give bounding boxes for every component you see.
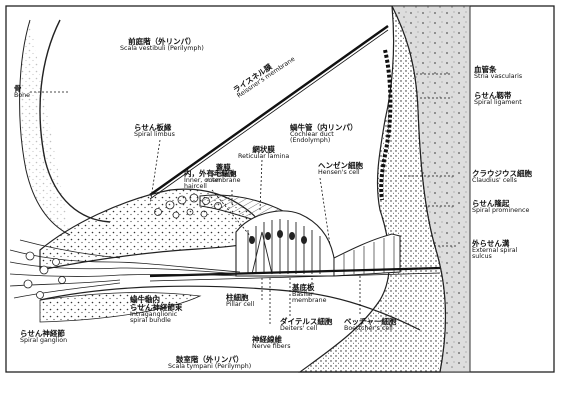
label-hair-cells-en2: haircell [184,184,237,191]
label-spiral-prominence-en: Spiral prominence [472,208,529,215]
label-spiral-ligament-en: Spiral ligament [474,100,522,107]
label-cochlear-duct: 蝸牛管（内リンパ） Cochlear duct (Endolymph) [290,124,358,145]
label-external-spiral-sulcus-en2: sulcus [472,254,517,261]
label-spiral-ganglion-en: Spiral ganglion [20,338,67,345]
label-bone-en: Bone [14,93,30,100]
label-boettchers-cell-en: Boettcher's cell [344,326,396,333]
label-scala-vestibuli-en: Scala vestibuli (Perilymph) [120,46,204,53]
label-external-spiral-sulcus: 外らせん溝 External spiral sulcus [472,240,517,261]
label-spiral-ganglion: らせん神経節 Spiral ganglion [20,330,67,344]
label-boettchers-cell: ベッチャー細胞 Boettcher's cell [344,318,396,332]
label-hensens-cell: ヘンゼン細胞 Hensen's cell [318,162,363,176]
label-cochlear-duct-en2: (Endolymph) [290,138,358,145]
label-deiters-cell: ダイテルス細胞 Deiters' cell [280,318,332,332]
label-spiral-limbus: らせん板縁 Spiral limbus [134,124,175,138]
label-nerve-fibers-en: Nerve fibers [252,344,290,351]
label-scala-tympani: 鼓室階（外リンパ） Scala tympani (Perilymph) [168,356,251,370]
label-basilar-membrane-en2: membrane [292,298,326,305]
label-pillar-cell: 柱細胞 Pillar cell [226,294,254,308]
label-hensens-cell-en: Hensen's cell [318,170,363,177]
label-spiral-limbus-en: Spiral limbus [134,132,175,139]
label-claudius-cells-en: Claudius' cells [472,178,532,185]
label-scala-vestibuli: 前庭階（外リンパ） Scala vestibuli (Perilymph) [120,38,204,52]
label-basilar-membrane: 基底板 Basilar membrane [292,284,326,305]
label-pillar-cell-en: Pillar cell [226,302,254,309]
label-claudius-cells: クラウジウス細胞 Claudius' cells [472,170,532,184]
label-bone: 骨 Bone [14,85,30,99]
label-scala-tympani-en: Scala tympani (Perilymph) [168,364,251,371]
label-nerve-fibers: 神経線維 Nerve fibers [252,336,290,350]
label-spiral-ligament: らせん靱帯 Spiral ligament [474,92,522,106]
label-intraganglionic-bundle: 蝸牛軸内 らせん神経節束 Intraganglionic spiral bund… [130,296,182,325]
label-deiters-cell-en: Deiters' cell [280,326,332,333]
label-intraganglionic-en2: spiral bundle [130,318,182,325]
label-reticular-lamina: 網状膜 Reticular lamina [238,146,289,160]
label-stria-vascularis: 血管条 Stria vascularis [474,66,522,80]
label-stria-vascularis-en: Stria vascularis [474,74,522,81]
label-reticular-lamina-en: Reticular lamina [238,154,289,161]
label-hair-cells: 内，外有毛細胞 Inner, outer haircell [184,170,237,191]
label-spiral-prominence: らせん隆起 Spiral prominence [472,200,529,214]
